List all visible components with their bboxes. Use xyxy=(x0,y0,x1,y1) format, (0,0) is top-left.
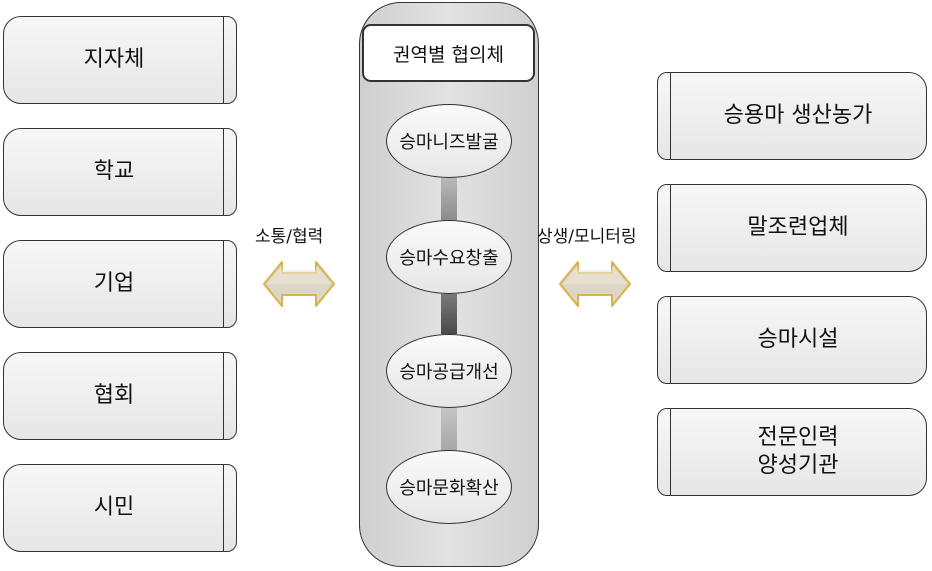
connector-bar xyxy=(441,294,457,334)
stakeholder-label: 기업 xyxy=(93,271,135,296)
step-ellipse-discover-needs: 승마니즈발굴 xyxy=(386,104,512,178)
partner-box-horse-breeders: 승용마 생산농가 xyxy=(657,72,927,160)
stakeholder-box-citizen: 시민 xyxy=(3,464,237,552)
scroll-cap-line xyxy=(223,352,224,440)
stakeholder-label: 학교 xyxy=(93,159,135,184)
connector-bar xyxy=(441,408,457,450)
partner-label-line: 승마시설 xyxy=(757,327,839,352)
partner-label-line: 승용마 생산농가 xyxy=(723,103,873,128)
connector-bar xyxy=(441,178,457,220)
stakeholder-box-local-government: 지자체 xyxy=(3,16,237,104)
step-ellipse-create-demand: 승마수요창출 xyxy=(386,220,512,294)
scroll-cap-line xyxy=(223,16,224,104)
partner-label: 승마시설 xyxy=(758,326,839,354)
stakeholder-box-school: 학교 xyxy=(3,128,237,216)
double-arrow-icon xyxy=(263,261,335,307)
stakeholder-label: 협회 xyxy=(93,383,135,408)
stakeholder-label: 지자체 xyxy=(83,47,145,72)
scroll-cap-line xyxy=(670,408,671,496)
partner-label-line: 말조련업체 xyxy=(747,215,849,240)
stakeholder-box-association: 협회 xyxy=(3,352,237,440)
scroll-cap-line xyxy=(670,72,671,160)
step-ellipse-spread-culture: 승마문화확산 xyxy=(386,450,512,524)
stakeholder-box-company: 기업 xyxy=(3,240,237,328)
partner-label: 승용마 생산농가 xyxy=(724,102,873,130)
stakeholder-label: 시민 xyxy=(93,495,135,520)
scroll-cap-line xyxy=(670,184,671,272)
scroll-cap-line xyxy=(223,128,224,216)
scroll-cap-line xyxy=(223,464,224,552)
left-link-label: 소통/협력 xyxy=(255,227,324,247)
partner-label: 말조련업체 xyxy=(747,214,848,242)
partner-label: 전문인력 양성기관 xyxy=(758,424,839,480)
right-link-label: 상생/모니터링 xyxy=(537,227,637,247)
partner-label-line: 전문인력 xyxy=(757,425,839,450)
partner-box-training-institutions: 전문인력 양성기관 xyxy=(657,408,927,496)
partner-box-horse-trainers: 말조련업체 xyxy=(657,184,927,272)
scroll-cap-line xyxy=(223,240,224,328)
scroll-cap-line xyxy=(670,296,671,384)
partner-box-riding-facilities: 승마시설 xyxy=(657,296,927,384)
step-ellipse-improve-supply: 승마공급개선 xyxy=(386,334,512,408)
partner-label-line: 양성기관 xyxy=(757,453,839,478)
double-arrow-icon xyxy=(559,261,631,307)
council-header: 권역별 협의체 xyxy=(362,24,535,82)
